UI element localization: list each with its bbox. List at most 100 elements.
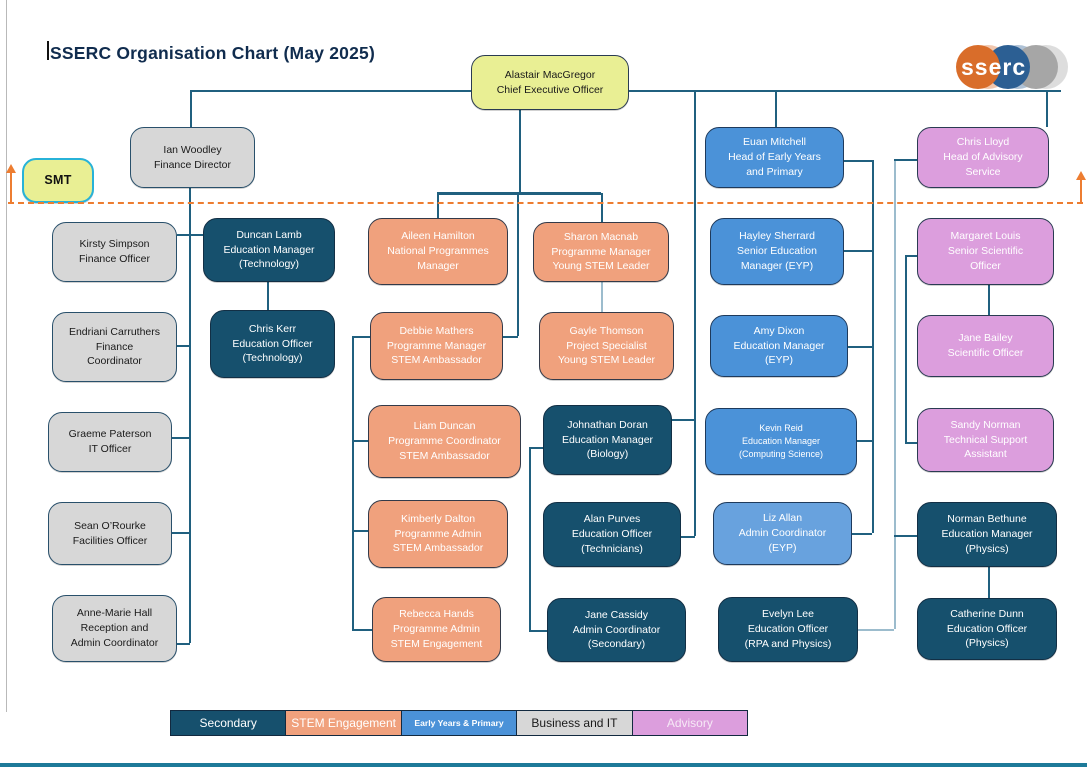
connector-line	[519, 110, 521, 194]
connector-line	[529, 447, 531, 630]
node-text-line: Catherine Dunn	[950, 607, 1024, 620]
node-text-line: (Technology)	[242, 352, 303, 365]
node-text-line: Project Specialist	[566, 339, 647, 352]
node-text-line: Admin Coordinator	[70, 636, 159, 649]
node-text-line: Programme Admin	[394, 527, 482, 540]
legend-item-stem-engagement[interactable]: STEM Engagement	[286, 711, 402, 735]
page-title[interactable]: SSERC Organisation Chart (May 2025)	[50, 43, 375, 63]
legend-item-advisory[interactable]: Advisory	[632, 711, 748, 735]
node-text-line: STEM Engagement	[390, 637, 483, 650]
page-edge-line	[6, 0, 7, 712]
up-arrow-shaft	[10, 172, 12, 203]
connector-line	[177, 345, 190, 347]
connector-line	[894, 159, 917, 161]
legend-item-secondary[interactable]: Secondary	[171, 711, 287, 735]
node-text-line: (Physics)	[965, 637, 1009, 650]
node-text-line: Johnathan Doran	[567, 418, 648, 431]
node-text-line: Jane Cassidy	[584, 608, 649, 621]
node-text-line: Liam Duncan	[413, 420, 476, 433]
node-text-line: Hayley Sherrard	[739, 230, 815, 243]
smt-dashed-line	[8, 202, 1083, 204]
connector-line	[905, 255, 917, 257]
connector-line	[190, 90, 192, 127]
node-text-line: Senior Education	[737, 245, 817, 258]
connector-line	[172, 532, 190, 534]
connector-line	[848, 346, 872, 348]
node-text-line: Programme Manager	[551, 245, 651, 258]
connector-line	[529, 630, 547, 632]
node-text-line: Officer	[970, 259, 1001, 272]
node-smt-label[interactable]: SMT	[22, 158, 94, 203]
node-text-line: Anne-Marie Hall	[76, 607, 153, 620]
node-text-line: Education Manager	[741, 436, 821, 447]
node-text-line: Norman Bethune	[947, 513, 1027, 526]
node-text-line: Admin Coordinator	[572, 623, 661, 636]
node-text-line: (Physics)	[965, 542, 1009, 555]
node-text-line: Alastair MacGregor	[504, 68, 596, 81]
node-text-line: STEM Ambassador	[399, 449, 490, 462]
node-text-line: National Programmes	[387, 245, 489, 258]
node-text-line: STEM Ambassador	[391, 354, 482, 367]
connector-line	[905, 255, 907, 442]
node-text-line: and Primary	[746, 165, 803, 178]
up-arrow-shaft	[1080, 179, 1082, 203]
node-text-line: Education Manager	[223, 243, 315, 256]
connector-line	[517, 193, 519, 336]
connector-line	[437, 193, 439, 218]
node-text-line: Sharon Macnab	[563, 230, 639, 243]
connector-line	[352, 530, 368, 532]
connector-line	[694, 90, 696, 536]
node-text-line: Finance Officer	[78, 253, 150, 265]
legend-item-business-and-it[interactable]: Business and IT	[517, 711, 633, 735]
connector-line	[905, 442, 917, 444]
node-text-line: Ian Woodley	[163, 143, 222, 156]
node-text-line: Kirsty Simpson	[79, 238, 150, 251]
connector-line	[177, 643, 190, 645]
connector-line	[1046, 90, 1048, 127]
connector-line	[352, 336, 370, 338]
node-text-line: (Technicians)	[581, 542, 643, 555]
connector-line	[352, 336, 354, 629]
connector-line	[852, 533, 872, 535]
node-text-line: Education Officer	[946, 622, 1028, 635]
node-text-line: Sean O’Rourke	[74, 519, 146, 532]
node-text-line: Programme Coordinator	[388, 435, 501, 448]
legend-item-early-years-primary[interactable]: Early Years & Primary	[401, 711, 518, 735]
connector-line	[437, 192, 601, 195]
bottom-strip	[0, 763, 1087, 767]
node-text-line: Graeme Paterson	[68, 428, 152, 441]
node-text-line: Gayle Thomson	[569, 324, 644, 337]
connector-line	[872, 160, 874, 533]
